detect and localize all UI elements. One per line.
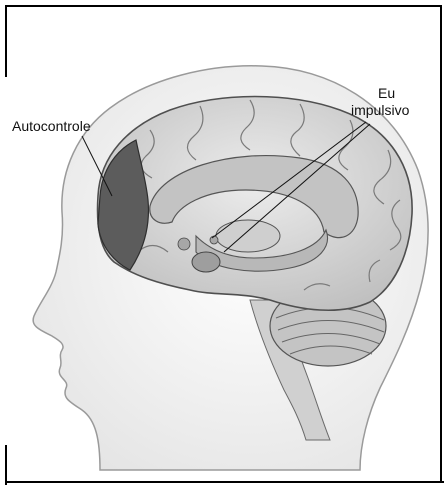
label-impulsivo: impulsivo <box>351 102 409 118</box>
amygdala <box>192 252 220 272</box>
thalamus <box>216 220 280 252</box>
small-nucleus-2 <box>210 236 218 244</box>
label-eu: Eu <box>378 85 395 101</box>
small-nucleus <box>178 238 190 250</box>
label-autocontrole: Autocontrole <box>12 118 91 134</box>
